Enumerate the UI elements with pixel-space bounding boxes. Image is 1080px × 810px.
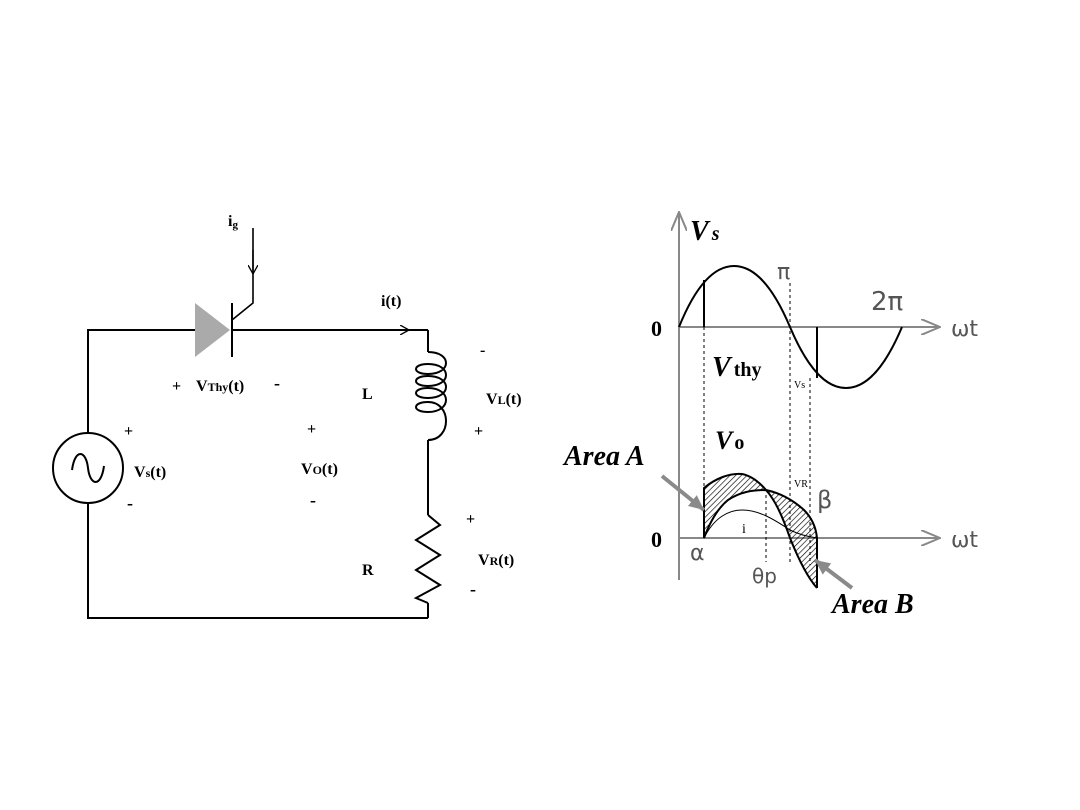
output-voltage-label: VO(t) bbox=[301, 461, 338, 478]
ac-source-circle bbox=[52, 432, 124, 504]
circuit-labels: ig i(t) + VThy(t) - L R - VL(t) + + VR(t… bbox=[124, 213, 522, 599]
vr-small-label: VR bbox=[794, 479, 808, 490]
left-wire bbox=[87, 329, 195, 433]
resistor-plus: + bbox=[466, 511, 475, 528]
area-b-hatch bbox=[766, 490, 817, 588]
resistor-zigzag bbox=[413, 514, 442, 604]
output-curves bbox=[703, 472, 818, 589]
area-b-label: Area B bbox=[830, 589, 914, 620]
area-a-hatch bbox=[704, 473, 766, 538]
output-minus: - bbox=[310, 490, 316, 510]
inductor-coil bbox=[415, 351, 447, 441]
thyristor-minus: - bbox=[274, 373, 280, 393]
source-plus: + bbox=[124, 423, 133, 440]
inductor-voltage-label: VL(t) bbox=[486, 391, 522, 408]
circuit bbox=[52, 228, 447, 619]
ac-source-sine-icon bbox=[71, 453, 105, 483]
thyristor-voltage-label: VThy(t) bbox=[196, 378, 244, 395]
source-voltage-label: Vs(t) bbox=[134, 464, 166, 481]
inductor-label: L bbox=[362, 386, 373, 403]
pi-label: π bbox=[777, 260, 790, 285]
thyristor-plus: + bbox=[172, 378, 181, 395]
resistor-minus: - bbox=[470, 579, 476, 599]
resistor-label: R bbox=[362, 562, 374, 579]
thyristor-triangle bbox=[195, 303, 230, 357]
area-b-arrow bbox=[813, 558, 854, 590]
beta-label: β bbox=[817, 486, 832, 514]
theta-p-label: θp bbox=[752, 564, 777, 588]
vs-small-label: Vs bbox=[794, 380, 805, 391]
two-pi-label: 2π bbox=[871, 287, 903, 317]
bottom-wire bbox=[87, 503, 428, 619]
gate-lead bbox=[231, 228, 254, 321]
bottom-origin-label: 0 bbox=[651, 527, 662, 552]
alpha-label: α bbox=[690, 541, 705, 566]
top-origin-label: 0 bbox=[651, 316, 662, 341]
inductor-plus: + bbox=[474, 423, 483, 440]
resistor-voltage-label: VR(t) bbox=[478, 552, 514, 569]
bottom-omega-t-label: ωt bbox=[951, 528, 978, 553]
gate-current-label: ig bbox=[228, 213, 238, 231]
vr-curve bbox=[703, 488, 818, 589]
area-a-arrow bbox=[660, 474, 706, 512]
inductor-minus: - bbox=[480, 342, 485, 359]
current-label: i(t) bbox=[381, 293, 401, 310]
source-minus: - bbox=[127, 493, 133, 513]
top-omega-t-label: ωt bbox=[951, 317, 978, 342]
area-a-label: Area A bbox=[562, 441, 645, 472]
current-curve bbox=[703, 509, 818, 539]
output-plus: + bbox=[307, 421, 316, 438]
current-i-label: i bbox=[742, 522, 746, 537]
